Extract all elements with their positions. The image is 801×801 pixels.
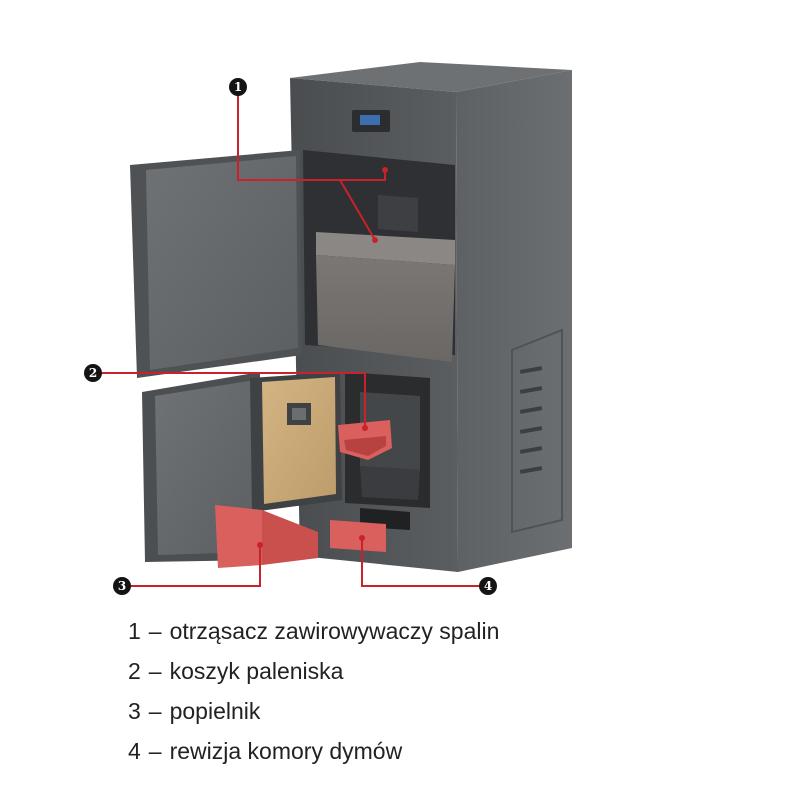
turbulator-top-block: [378, 195, 418, 232]
callout-marker-3: 3: [113, 577, 131, 595]
legend-separator: –: [148, 698, 162, 724]
legend-text: koszyk paleniska: [169, 658, 344, 684]
legend-text: otrząsacz zawirowywaczy spalin: [169, 618, 500, 644]
legend-number: 4: [128, 738, 141, 764]
legend-number: 3: [128, 698, 141, 724]
legend-text: rewizja komory dymów: [169, 738, 403, 764]
legend-item-2: 2 – koszyk paleniska: [128, 658, 688, 698]
callout-marker-2: 2: [84, 364, 102, 382]
legend-item-1: 1 – otrząsacz zawirowywaczy spalin: [128, 618, 688, 658]
ash-pan: [215, 505, 262, 568]
callout-anchor-dots: [257, 167, 388, 548]
legend-text: popielnik: [169, 698, 261, 724]
combustion-chamber-floor: [360, 466, 420, 500]
highlighted-parts: [215, 420, 392, 568]
inner-door-insulation: [262, 377, 336, 504]
callout-marker-1: 1: [229, 78, 247, 96]
callout-leaders: [101, 95, 480, 587]
lower-door: [142, 372, 342, 562]
legend-item-3: 3 – popielnik: [128, 698, 688, 738]
side-access-panel: [511, 328, 563, 534]
burner-basket-shadow: [344, 436, 386, 456]
callout-label-3: 3: [118, 579, 126, 593]
inner-door-window-glass: [292, 408, 306, 420]
leader-2: [101, 372, 366, 428]
ash-pan-tray: [262, 510, 318, 565]
legend-separator: –: [148, 618, 162, 644]
smoke-chamber-cover: [330, 520, 386, 552]
legend-item-4: 4 – rewizja komory dymów: [128, 738, 688, 778]
control-screen: [360, 115, 380, 125]
leader-3: [130, 545, 261, 587]
turbulator-assembly: [316, 195, 455, 362]
callout-label-4: 4: [484, 579, 492, 593]
parts-legend: 1 – otrząsacz zawirowywaczy spalin 2 – k…: [128, 618, 688, 778]
baffle-front: [316, 255, 455, 362]
callout-label-2: 2: [89, 366, 97, 380]
legend-number: 1: [128, 618, 141, 644]
upper-door-panel: [146, 156, 298, 370]
legend-separator: –: [148, 658, 162, 684]
callout-marker-4: 4: [479, 577, 497, 595]
side-vents: [519, 366, 543, 474]
leader-4: [361, 538, 480, 587]
cabinet-top: [290, 62, 572, 92]
leader-1: [237, 95, 386, 181]
upper-door: [130, 150, 302, 378]
baffle-plate: [316, 232, 455, 265]
legend-separator: –: [148, 738, 162, 764]
callout-label-1: 1: [234, 80, 242, 94]
leader-1-branch: [339, 179, 376, 241]
cabinet-side-panel: [456, 70, 572, 572]
legend-number: 2: [128, 658, 141, 684]
